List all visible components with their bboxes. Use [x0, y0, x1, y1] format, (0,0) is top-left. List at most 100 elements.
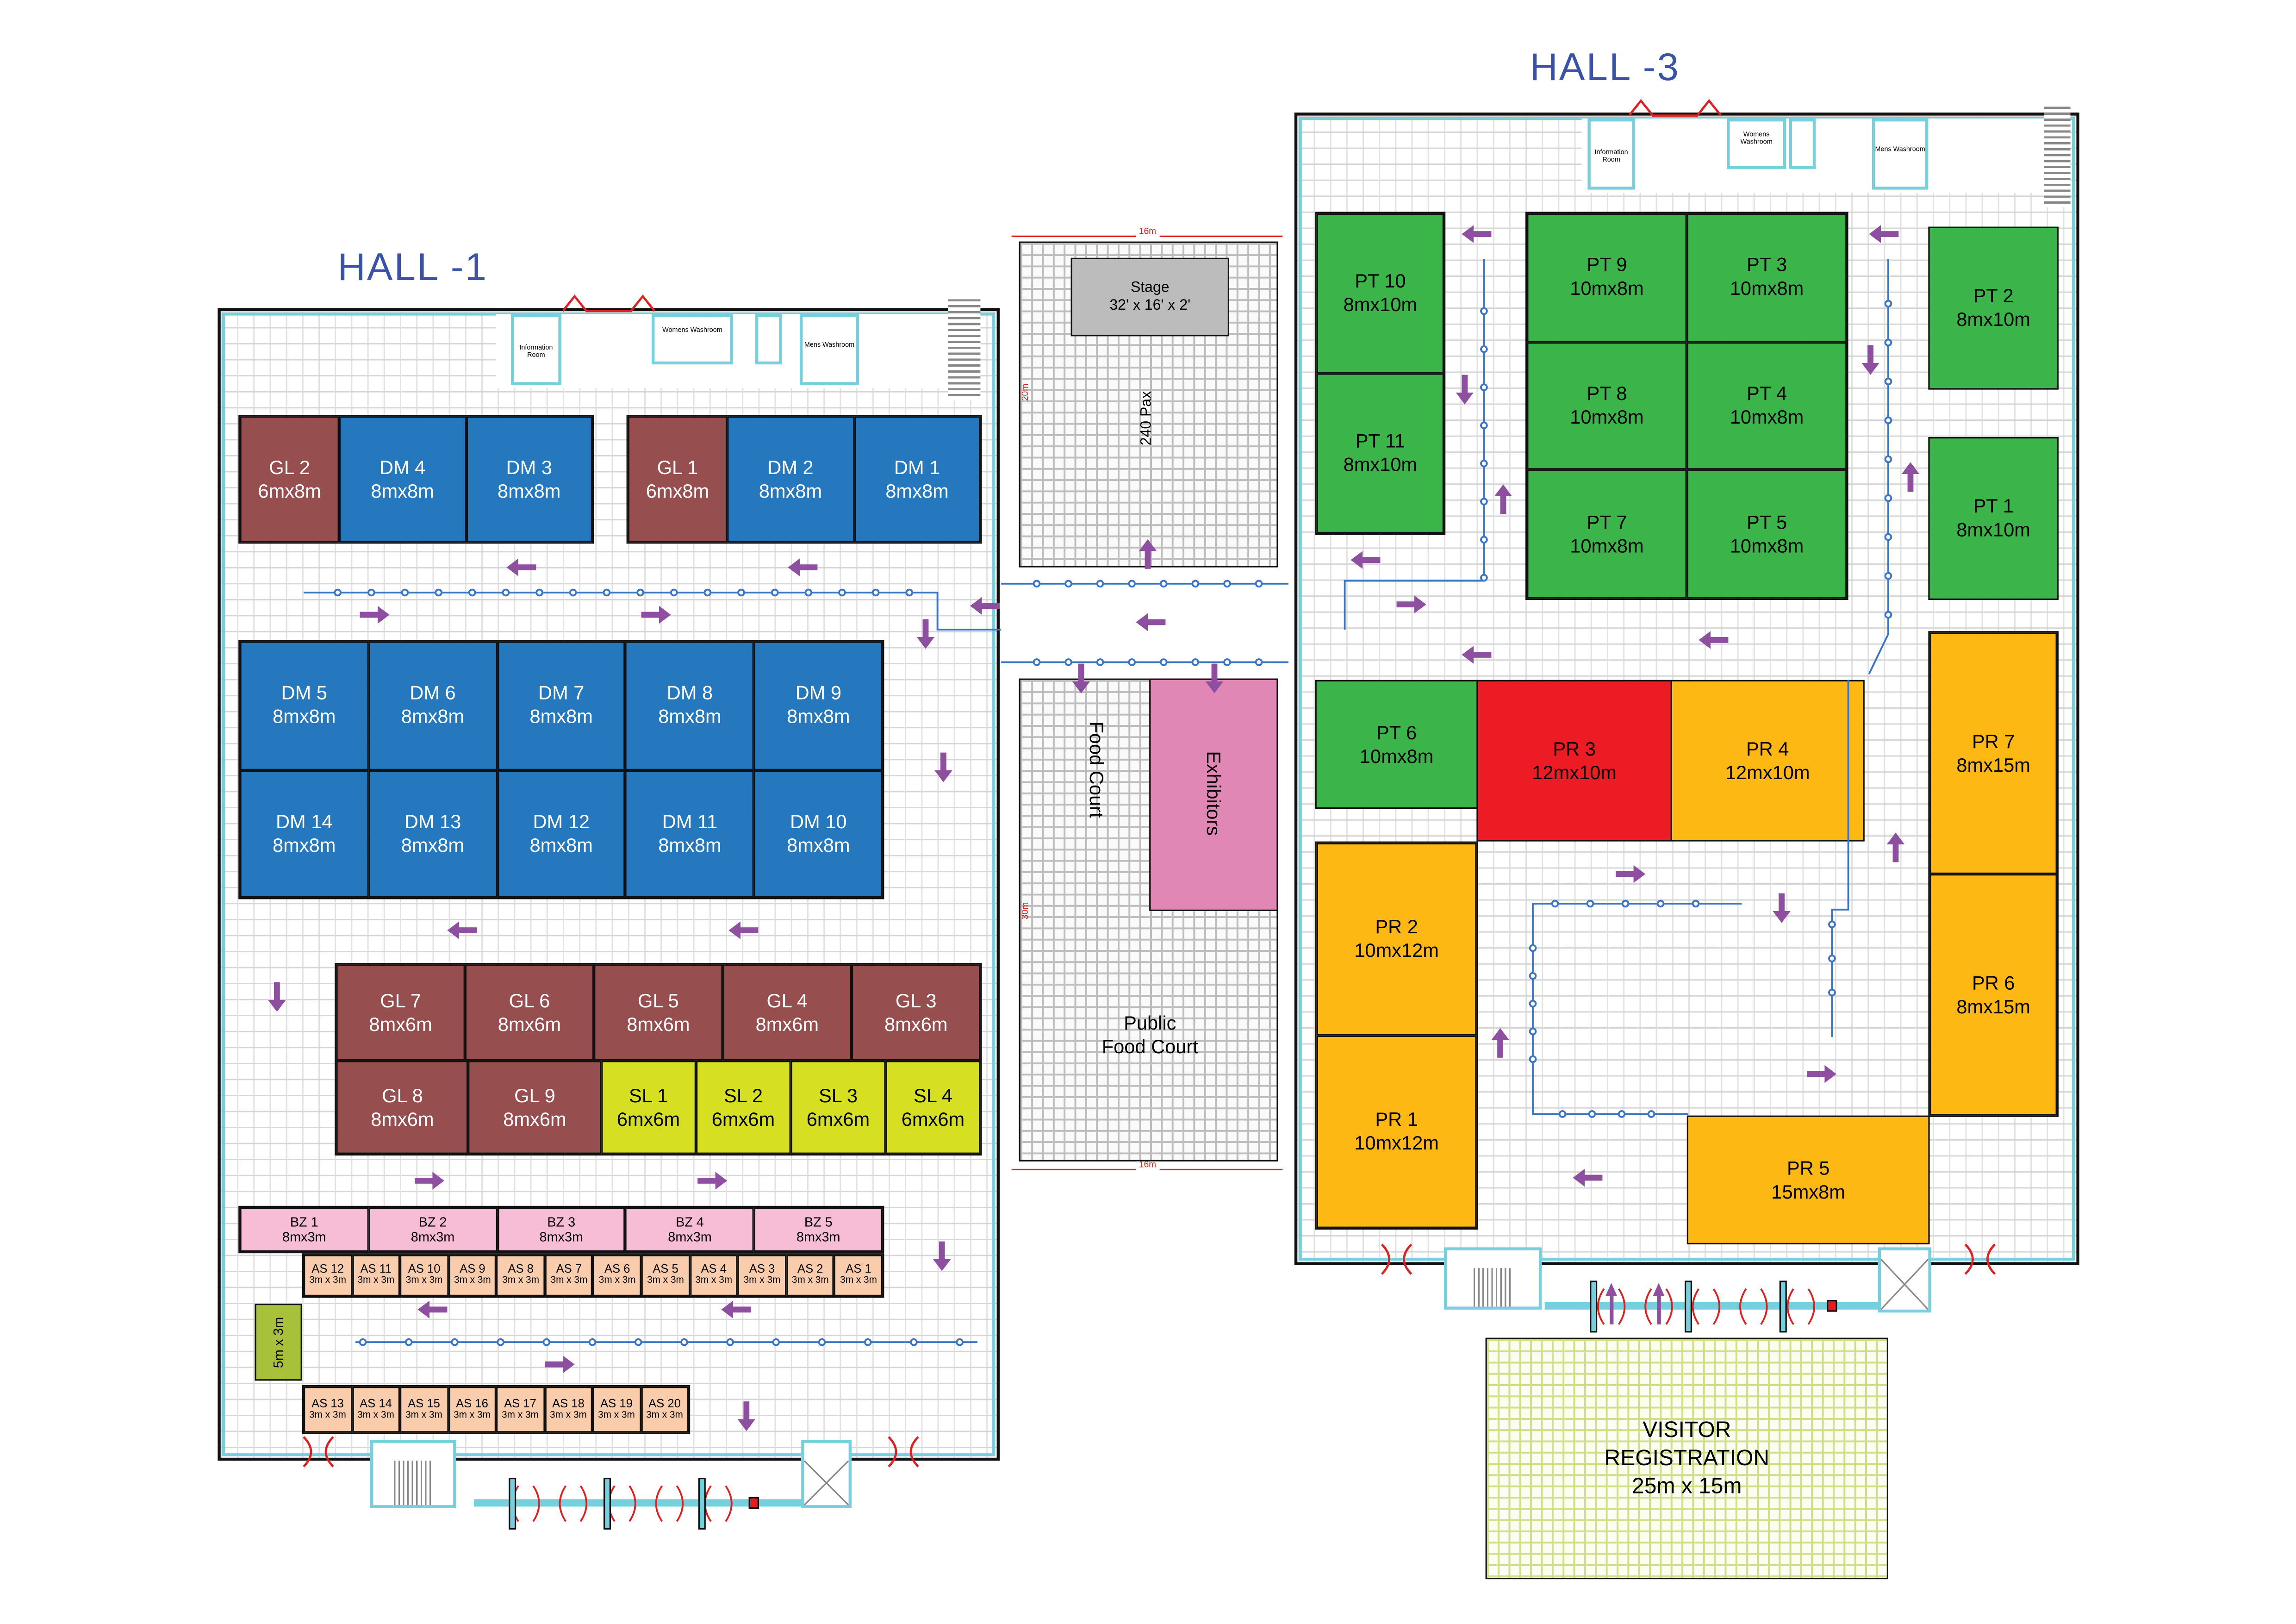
womens-washroom: Womens Washroom	[1727, 119, 1786, 169]
duct	[755, 314, 782, 365]
fire-door-icon	[1381, 1243, 1412, 1275]
stair-icon	[394, 1461, 433, 1505]
information-room: Information Room	[1587, 119, 1635, 190]
food-court-area[interactable]: Food Court Exhibitors Public Food Court …	[1019, 678, 1278, 1162]
staircase-icon	[948, 299, 981, 400]
booth-5x3[interactable]: 5m x 3m	[255, 1304, 302, 1381]
hall-1-lift	[801, 1440, 852, 1511]
womens-washroom: Womens Washroom	[652, 314, 733, 365]
visitor-registration-area[interactable]: VISITOR REGISTRATION 25m x 15m	[1485, 1337, 1888, 1580]
hall-3-service-strip: Information Room Womens Washroom Mens Wa…	[1581, 106, 2071, 207]
exhibitors-area[interactable]: Exhibitors	[1149, 678, 1278, 911]
stage[interactable]: Stage 32' x 16' x 2'	[1070, 257, 1229, 337]
hall-1-entrance-doors[interactable]	[474, 1474, 803, 1533]
seating-area[interactable]: Stage 32' x 16' x 2' 240 Pax 20m	[1019, 241, 1278, 568]
lift-cutout-icon	[804, 1461, 849, 1505]
hall-3-entrance-doors[interactable]	[1544, 1277, 1878, 1336]
hall-1-staircase	[355, 1440, 474, 1511]
fire-door-icon	[888, 1436, 919, 1468]
food-court-label: Food Court	[1085, 721, 1108, 818]
hall-1-service-strip: Information Room Womens Washroom Mens Wa…	[496, 299, 981, 400]
fire-door-icon	[1964, 1243, 1996, 1275]
